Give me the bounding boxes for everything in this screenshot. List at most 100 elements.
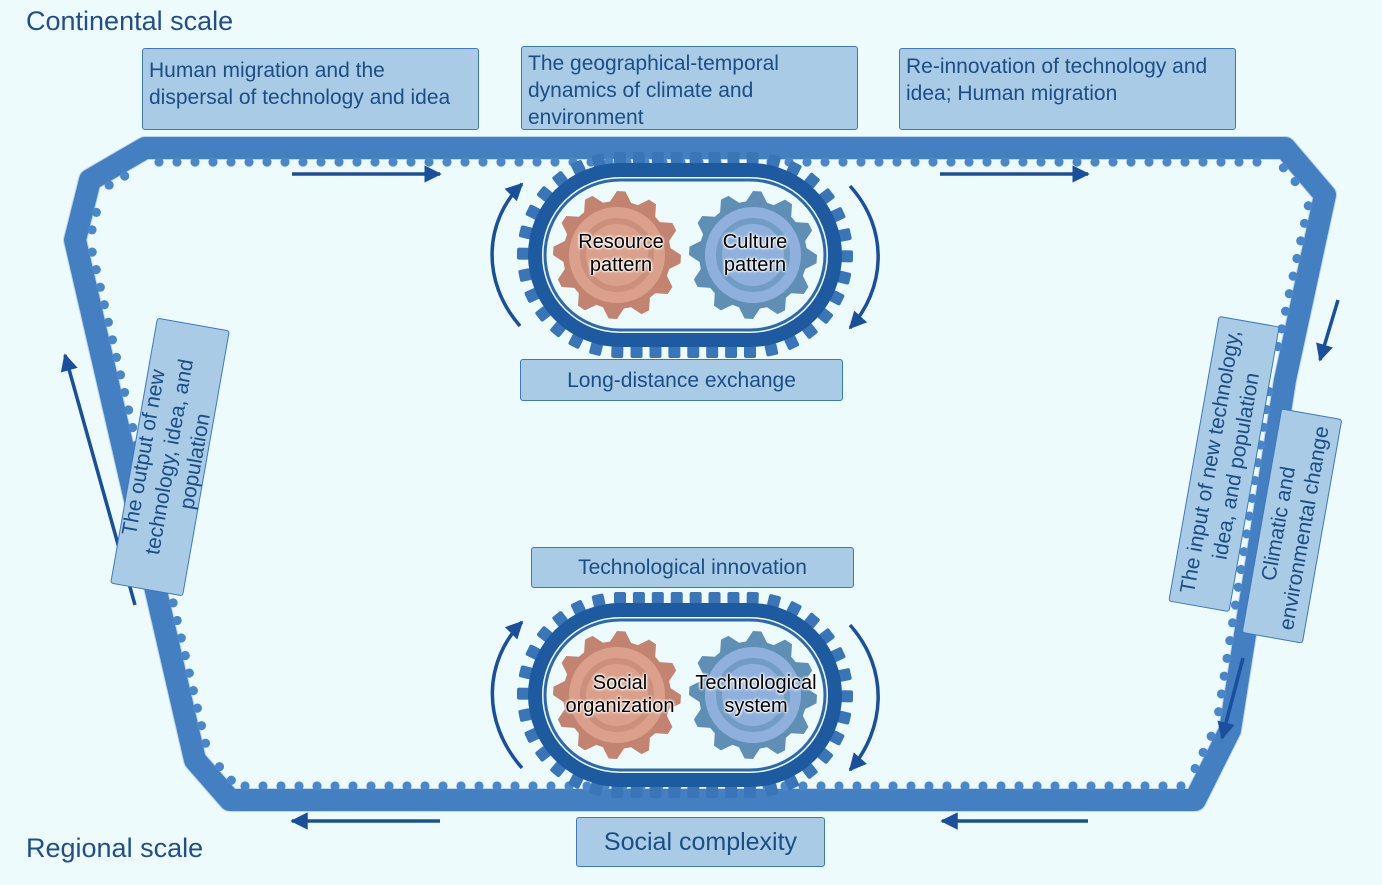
belt-tooth [280, 157, 290, 167]
upper-gear-loop-tooth [670, 152, 683, 164]
belt-tooth [352, 157, 362, 167]
belt-tooth [1277, 324, 1287, 334]
belt-tooth [406, 157, 416, 167]
belt-tooth [1144, 157, 1154, 167]
belt-tooth [1214, 707, 1224, 717]
belt-tooth [192, 703, 202, 713]
lower-gear-loop-tooth [786, 601, 802, 617]
upper-gear-loop-tooth [651, 152, 664, 164]
belt-tooth [402, 781, 412, 791]
belt-tooth [852, 781, 862, 791]
lower-gear-loop-tooth [689, 592, 702, 604]
belt-tooth [244, 157, 254, 167]
lower-gear-loop-tooth [611, 785, 624, 799]
belt-tooth [420, 781, 430, 791]
belt-tooth [1290, 176, 1300, 187]
belt-tooth [176, 633, 186, 643]
belt-tooth [95, 282, 105, 292]
belt-tooth [1247, 493, 1257, 503]
belt-tooth [1236, 564, 1246, 575]
belt-tooth [1036, 157, 1046, 167]
belt-tooth [312, 781, 322, 791]
belt-tooth [460, 157, 470, 167]
belt-tooth [188, 685, 198, 696]
belt-tooth [168, 598, 178, 608]
belt-tooth [226, 775, 236, 785]
technological-system-label: Technological system [695, 672, 817, 717]
belt-tooth [104, 180, 114, 190]
belt-tooth [262, 157, 272, 167]
arc-upper-right [848, 184, 880, 330]
belt-tooth [180, 650, 190, 661]
belt-tooth [942, 781, 952, 791]
belt-tooth [1126, 157, 1136, 167]
belt-tooth [316, 157, 326, 167]
long-distance-exchange-box: Long-distance exchange [520, 359, 843, 401]
belt-tooth [532, 157, 542, 167]
lower-gear-loop-tooth [708, 592, 721, 604]
lower-gear-loop-tooth [830, 647, 846, 662]
lower-gear-loop-tooth [767, 594, 781, 608]
belt-tooth [190, 157, 200, 167]
lower-gear-loop-tooth [706, 786, 719, 798]
belt-tooth [87, 225, 97, 235]
upper-gear-loop-gear-right [689, 191, 817, 319]
belt-tooth [946, 157, 956, 167]
lower-gear-loop-gear-right-ring [716, 658, 790, 732]
arrows [60, 165, 1340, 830]
belt-tooth [978, 781, 988, 791]
lower-gear-loop-tooth [668, 786, 681, 798]
belt-tooth [388, 157, 398, 167]
upper-gear-loop-tooth [518, 225, 533, 240]
lower-gear-loop-tooth [632, 592, 645, 604]
belt-tooth [1068, 781, 1078, 791]
belt-tooth [87, 247, 97, 257]
belt-tooth [107, 335, 118, 345]
lower-gear-loop-tooth [838, 668, 852, 682]
lower-gear-loop-tooth [589, 782, 603, 796]
outer-belt-band [64, 137, 1336, 811]
upper-gear-loop-tooth [516, 247, 530, 260]
upper-gear-loop-gear-left-ring [580, 218, 654, 292]
belt-tooth [1234, 157, 1244, 167]
culture-pattern-label: Culture pattern [722, 231, 788, 276]
upper-gear-loop-tooth [746, 151, 759, 165]
upper-gear-loop-tooth [784, 335, 800, 350]
lower-gear-loop [516, 591, 854, 799]
top-box-migration: Human migration and the dispersal of tec… [142, 48, 479, 130]
belt-tooth [1278, 163, 1289, 173]
upper-gear-loop-tooth [708, 152, 721, 164]
belt-tooth [370, 157, 380, 167]
technological-innovation-box: Technological innovation [531, 547, 854, 588]
upper-gear-loop-tooth [786, 161, 802, 177]
upper-gear-loop-tooth [524, 288, 540, 303]
belt-tooth [888, 781, 898, 791]
belt-tooth [115, 370, 126, 380]
arrow-right-upper [1316, 299, 1340, 362]
upper-gear-loop-tooth [614, 152, 626, 164]
upper-gear-loop-tooth [630, 346, 643, 358]
belt-tooth [196, 721, 207, 731]
belt-tooth [1284, 289, 1294, 299]
belt-tooth [172, 615, 182, 626]
top-box-climate-dynamics: The geographical-temporal dynamics of cl… [521, 46, 858, 130]
belt-tooth [120, 171, 130, 181]
upper-gear-loop-tooth [649, 346, 662, 358]
belt-tooth [123, 405, 134, 415]
inner-loops [516, 151, 854, 799]
belt-tooth [298, 157, 308, 167]
social-organization-label: Social organization [565, 672, 675, 717]
belt-tooth [820, 157, 830, 167]
lower-gear-loop-tooth [568, 773, 584, 789]
belt-tooth [1219, 671, 1229, 681]
upper-gear-loop-tooth [611, 345, 624, 359]
regional-scale-label: Regional scale [26, 833, 204, 863]
belt-tooth [200, 738, 211, 748]
belt-tooth [154, 157, 164, 167]
belt-tooth [1050, 781, 1060, 791]
belt-tooth [838, 157, 848, 167]
belt-tooth [492, 781, 502, 791]
belt-tooth [1162, 157, 1172, 167]
belt-tooth [1292, 253, 1302, 264]
lower-gear-loop-tooth [570, 600, 586, 615]
